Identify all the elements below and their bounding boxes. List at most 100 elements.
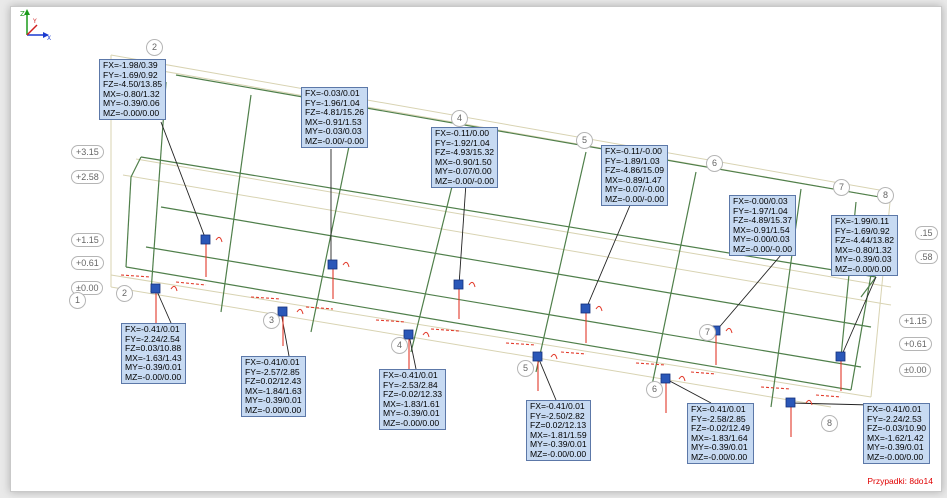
reaction-box-top-3[interactable]: FX=-0.11/0.00 FY=-1.92/1.04 FZ=-4.93/15.… <box>431 127 498 188</box>
box-line: FZ=-4.44/13.82 <box>835 235 894 245</box>
box-line: FY=-2.50/2.82 <box>530 410 585 421</box>
roof-frame-lines <box>125 74 892 408</box>
box-line: FX=-0.41/0.01 <box>691 404 746 414</box>
box-line: MX=-1.63/1.43 <box>125 352 182 363</box>
box-line: MY=-0.07/-0.00 <box>605 184 665 194</box>
box-line: MY=-0.39/0.06 <box>103 98 160 108</box>
svg-text:Y: Y <box>32 18 37 25</box>
box-line: MX=-1.62/1.42 <box>867 432 924 443</box>
box-line: MX=-1.83/1.64 <box>691 432 748 443</box>
box-line: FY=-1.89/1.03 <box>605 155 660 166</box>
box-line: FX=-1.99/0.11 <box>835 216 890 226</box>
reaction-box-bottom-5[interactable]: FX=-0.41/0.01 FY=-2.58/2.85 FZ=-0.02/12.… <box>687 403 754 464</box>
level-label-left-1: +3.15 <box>71 145 104 159</box>
reaction-box-top-2[interactable]: FX=-0.03/0.01 FY=-1.96/1.04 FZ=-4.81/15.… <box>301 87 368 148</box>
level-label-right-4: .15 <box>915 226 938 240</box>
grid-label-bottom-4: 4 <box>391 337 408 354</box>
grid-label-bottom-2: 2 <box>116 285 133 302</box>
box-line: FX=-0.41/0.01 <box>530 401 585 411</box>
box-line: FY=-1.69/0.92 <box>835 225 890 236</box>
box-line: MY=-0.39/0.01 <box>383 408 440 418</box>
box-line: MY=-0.00/0.03 <box>733 234 790 244</box>
box-line: FX=-0.03/0.01 <box>305 88 360 98</box>
grid-label-top-7: 7 <box>833 179 850 196</box>
box-line: FZ=-4.81/15.26 <box>305 107 364 117</box>
box-line: FY=-2.24/2.54 <box>125 333 180 344</box>
reaction-box-bottom-2[interactable]: FX=-0.41/0.01 FY=-2.57/2.85 FZ=0.02/12.4… <box>241 356 306 417</box>
reaction-box-bottom-6[interactable]: FX=-0.41/0.01 FY=-2.24/2.53 FZ=-0.03/10.… <box>863 403 930 464</box>
box-line: MZ=-0.00/-0.00 <box>305 135 364 146</box>
load-case-label: Przypadki: 8do14 <box>867 476 933 486</box>
box-line: FX=-0.11/-0.00 <box>605 146 662 156</box>
box-line: FX=-1.98/0.39 <box>103 60 158 70</box>
reaction-box-top-4[interactable]: FX=-0.11/-0.00 FY=-1.89/1.03 FZ=-4.86/15… <box>601 145 669 206</box>
box-line: MY=-0.39/0.03 <box>835 254 892 264</box>
model-view-canvas[interactable]: +3.15 +2.58 +1.15 +0.61 ±0.00 +1.15 +0.6… <box>10 6 942 492</box>
leader-lines <box>155 121 877 406</box>
support-nodes <box>150 234 846 408</box>
xyz-axis-triad-icon: Z Y X <box>20 9 51 41</box>
reaction-box-top-6[interactable]: FX=-1.99/0.11 FY=-1.69/0.92 FZ=-4.44/13.… <box>831 215 898 276</box>
reaction-box-bottom-3[interactable]: FX=-0.41/0.01 FY=-2.53/2.84 FZ=-0.02/12.… <box>379 369 446 430</box>
box-line: FX=-0.11/0.00 <box>435 128 490 138</box>
grid-label-bottom-7: 7 <box>699 324 716 341</box>
box-line: FZ=-0.02/12.49 <box>691 423 750 433</box>
box-line: MZ=-0.00/-0.00 <box>435 175 494 186</box>
moment-symbols <box>170 236 813 406</box>
level-label-left-5: ±0.00 <box>71 281 104 295</box>
box-line: MY=-0.03/0.03 <box>305 126 362 136</box>
reaction-box-bottom-1[interactable]: FX=-0.41/0.01 FY=-2.24/2.54 FZ=0.03/10.8… <box>121 323 186 384</box>
level-label-left-4: +0.61 <box>71 256 104 270</box>
level-grid-lines <box>110 54 892 408</box>
reaction-box-top-5[interactable]: FX=-0.00/0.03 FY=-1.97/1.04 FZ=-4.89/15.… <box>729 195 796 256</box>
box-line: FZ=-4.50/13.85 <box>103 79 162 89</box>
grid-label-bottom-3: 3 <box>263 312 280 329</box>
box-line: MX=-1.81/1.59 <box>530 429 587 440</box>
box-line: FZ=-4.86/15.09 <box>605 165 664 175</box>
box-line: FZ=0.02/12.43 <box>245 376 302 386</box>
structure-drawing <box>110 54 892 437</box>
box-line: MY=-0.07/0.00 <box>435 166 492 176</box>
box-line: FX=-0.41/0.01 <box>125 324 180 334</box>
box-line: FY=-1.96/1.04 <box>305 97 360 108</box>
box-line: FY=-2.24/2.53 <box>867 413 922 424</box>
box-line: MX=-0.80/1.32 <box>835 244 892 255</box>
box-line: MZ=-0.00/0.00 <box>125 371 182 382</box>
box-line: MY=-0.39/0.01 <box>245 395 302 405</box>
grid-label-bottom-8: 8 <box>821 415 838 432</box>
level-label-left-2: +2.58 <box>71 170 104 184</box>
level-label-right-2: +0.61 <box>899 337 932 351</box>
reaction-box-top-1[interactable]: FX=-1.98/0.39 FY=-1.69/0.92 FZ=-4.50/13.… <box>99 59 166 120</box>
reaction-box-bottom-4[interactable]: FX=-0.41/0.01 FY=-2.50/2.82 FZ=0.02/12.1… <box>526 400 591 461</box>
box-line: FY=-1.92/1.04 <box>435 137 490 148</box>
box-line: MZ=-0.00/0.00 <box>691 451 748 462</box>
grid-label-top-6: 6 <box>706 155 723 172</box>
box-line: FX=-0.41/0.01 <box>245 357 300 367</box>
box-line: MY=-0.39/0.01 <box>867 442 924 452</box>
grid-label-bottom-6: 6 <box>646 381 663 398</box>
reaction-loads <box>120 240 842 437</box>
box-line: MZ=-0.00/0.00 <box>530 448 587 459</box>
box-line: FZ=0.03/10.88 <box>125 343 182 353</box>
grid-label-bottom-1: 1 <box>69 292 86 309</box>
grid-label-top-2: 2 <box>146 39 163 56</box>
box-line: FX=-0.41/0.01 <box>867 404 922 414</box>
grid-label-bottom-5: 5 <box>517 360 534 377</box>
box-line: FZ=0.02/12.13 <box>530 420 587 430</box>
box-line: FY=-1.69/0.92 <box>103 69 158 80</box>
box-line: MZ=-0.00/-0.00 <box>733 243 792 254</box>
box-line: MX=-0.80/1.32 <box>103 88 160 99</box>
box-line: MZ=-0.00/0.00 <box>245 404 302 415</box>
box-line: FZ=-0.02/12.33 <box>383 389 442 399</box>
box-line: FZ=-4.89/15.37 <box>733 215 792 225</box>
level-label-right-5: .58 <box>915 250 938 264</box>
grid-label-top-5: 5 <box>576 132 593 149</box>
box-line: MY=-0.39/0.01 <box>691 442 748 452</box>
box-line: MY=-0.39/0.01 <box>530 439 587 449</box>
box-line: MZ=-0.00/0.00 <box>835 263 892 274</box>
box-line: FX=-0.00/0.03 <box>733 196 788 206</box>
box-line: MX=-0.91/1.54 <box>733 224 790 235</box>
box-line: MX=-0.90/1.50 <box>435 156 492 167</box>
level-label-right-1: +1.15 <box>899 314 932 328</box>
